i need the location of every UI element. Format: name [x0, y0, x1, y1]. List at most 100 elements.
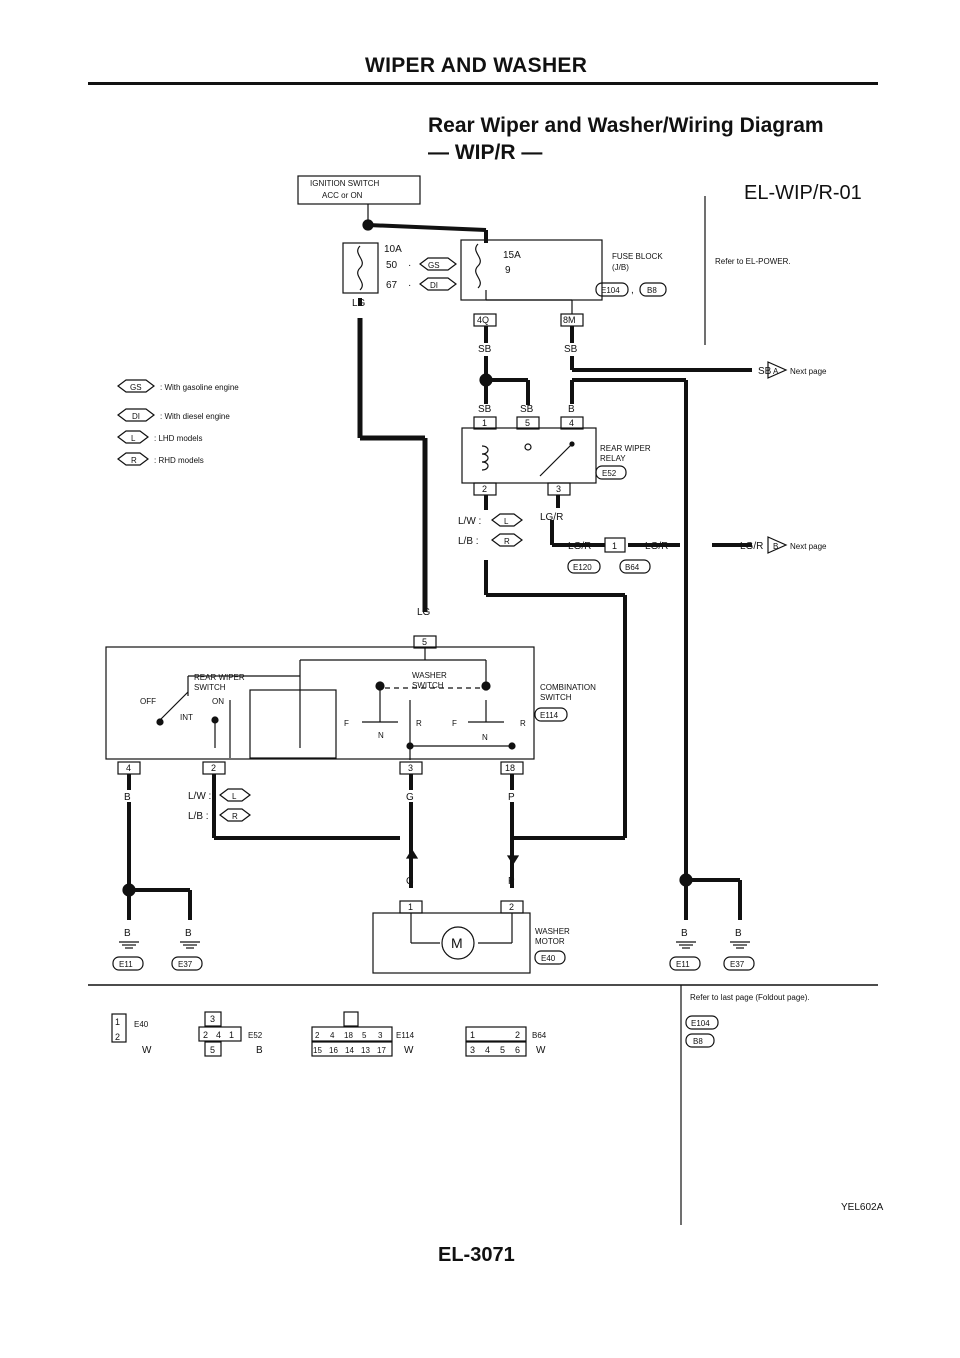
wire-lgr-2: LG/R	[568, 541, 591, 552]
wire-b-3: B	[124, 928, 131, 939]
combo-n1: N	[378, 731, 384, 740]
relay-terminal-1	[473, 416, 497, 430]
fuse-conn-comma: ,	[631, 285, 634, 296]
fuse-conn1: E104	[601, 286, 620, 295]
next-page-b-tag: B	[773, 542, 778, 551]
gs-tag-fuse: GS	[428, 261, 440, 270]
combo-int: INT	[180, 713, 193, 722]
wire-b-5: B	[681, 928, 688, 939]
combo-t18: 18	[505, 763, 515, 773]
ground-e11-left: E11	[119, 960, 133, 969]
c3-pin-bot-0: 15	[313, 1046, 322, 1055]
combo-lw: L/W :	[188, 791, 211, 802]
terminal-4q-label: 4Q	[477, 315, 489, 325]
combo-label-l2: SWITCH	[540, 693, 572, 702]
c3-pin-top-0: 2	[315, 1031, 320, 1040]
relay-terminal-4	[560, 416, 584, 430]
c3-color: W	[404, 1045, 414, 1056]
combo-f2: F	[452, 719, 457, 728]
relay-conn: E52	[602, 469, 617, 478]
fuse-conn2: B8	[647, 286, 657, 295]
c1-pin-bot: 2	[115, 1032, 120, 1042]
combo-rw-l1: REAR WIPER	[194, 673, 245, 682]
refer-power: Refer to EL-POWER.	[715, 257, 791, 266]
next-page-a-tag: A	[773, 367, 779, 376]
relay-t3: 3	[556, 484, 561, 494]
wire-lgr-3: LG/R	[645, 541, 668, 552]
c2-id: E52	[248, 1031, 263, 1040]
c4-pin-bot-2: 5	[500, 1045, 505, 1055]
combo-t5: 5	[422, 637, 427, 647]
c3-pin-bot-4: 17	[377, 1046, 386, 1055]
fuse-block-l2: (J/B)	[612, 263, 629, 272]
relay-label-l1: REAR WIPER	[600, 444, 651, 453]
fuse-block-l1: FUSE BLOCK	[612, 252, 663, 261]
c2-pin-bot: 5	[210, 1045, 215, 1055]
motor-label-l1: WASHER	[535, 927, 570, 936]
fuse2-n: 9	[505, 265, 511, 276]
junction-c2: B64	[625, 563, 640, 572]
c4-color: W	[536, 1045, 546, 1056]
diagram-subtitle: — WIP/R —	[428, 141, 543, 164]
tag-r-relay: R	[504, 537, 510, 546]
relay-label-l2: RELAY	[600, 454, 626, 463]
cond-l-text: : LHD models	[154, 434, 202, 443]
motor-conn: E40	[541, 954, 556, 963]
terminal-8m-label: 8M	[563, 315, 576, 325]
next-page-a-label: Next page	[790, 367, 827, 376]
cond-gs-tag: GS	[130, 383, 142, 392]
motor-t2: 2	[509, 902, 514, 912]
combo-n2: N	[482, 733, 488, 742]
combo-rw-l2: SWITCH	[194, 683, 226, 692]
wire-sb-1: SB	[478, 344, 492, 355]
fuse1-amp: 10A	[384, 244, 402, 255]
relay-lb: L/B :	[458, 536, 479, 547]
combo-t3: 3	[408, 763, 413, 773]
ref-b8: B8	[693, 1037, 703, 1046]
motor-label-l2: MOTOR	[535, 937, 565, 946]
c1-pin-top: 1	[115, 1017, 120, 1027]
cond-l-tag: L	[131, 434, 136, 443]
di-tag-fuse: DI	[430, 281, 438, 290]
wire-lg-2: LG	[417, 607, 431, 618]
relay-terminal-5	[516, 416, 540, 430]
c3-pin-top-1: 4	[330, 1031, 335, 1040]
ignition-switch-l2: ACC or ON	[322, 191, 363, 200]
cond-r-text: : RHD models	[154, 456, 204, 465]
relay-t4: 4	[569, 418, 574, 428]
cond-r-tag: R	[131, 456, 137, 465]
wire-sb-2: SB	[564, 344, 578, 355]
c3-pin-bot-2: 14	[345, 1046, 354, 1055]
wire-sb-4: SB	[520, 404, 534, 415]
section-header: WIPER AND WASHER	[365, 54, 588, 77]
diagram-title: Rear Wiper and Washer/Wiring Diagram	[428, 114, 824, 137]
wire-b-6: B	[735, 928, 742, 939]
c2-pin-mid-1: 4	[216, 1030, 221, 1040]
wire-b-1: B	[568, 404, 575, 415]
combo-f1: F	[344, 719, 349, 728]
ref-e104: E104	[691, 1019, 710, 1028]
combo-off: OFF	[140, 697, 156, 706]
ground-e11-right: E11	[676, 960, 690, 969]
c2-color: B	[256, 1045, 263, 1056]
wire-sb-3: SB	[478, 404, 492, 415]
c2-pin-mid-2: 1	[229, 1030, 234, 1040]
header-rule	[88, 82, 878, 85]
relay-t5: 5	[525, 418, 530, 428]
page-number: EL-3071	[438, 1244, 515, 1266]
relay-t1: 1	[482, 418, 487, 428]
cond-gs-text: : With gasoline engine	[160, 383, 239, 392]
combo-t4: 4	[126, 763, 131, 773]
c2-pin-mid-0: 2	[203, 1030, 208, 1040]
c4-pin-bot-0: 3	[470, 1045, 475, 1055]
ground-e37-left: E37	[178, 960, 193, 969]
diagram-code: EL-WIP/R-01	[744, 182, 862, 204]
combo-conn: E114	[540, 711, 559, 720]
c3-pin-top-3: 5	[362, 1031, 367, 1040]
c4-pin-bot-1: 4	[485, 1045, 490, 1055]
ignition-switch-box	[297, 175, 421, 205]
c3-pin-bot-1: 16	[329, 1046, 338, 1055]
cond-di-tag: DI	[132, 412, 140, 421]
combo-ws-l1: WASHER	[412, 671, 447, 680]
relay-t2: 2	[482, 484, 487, 494]
